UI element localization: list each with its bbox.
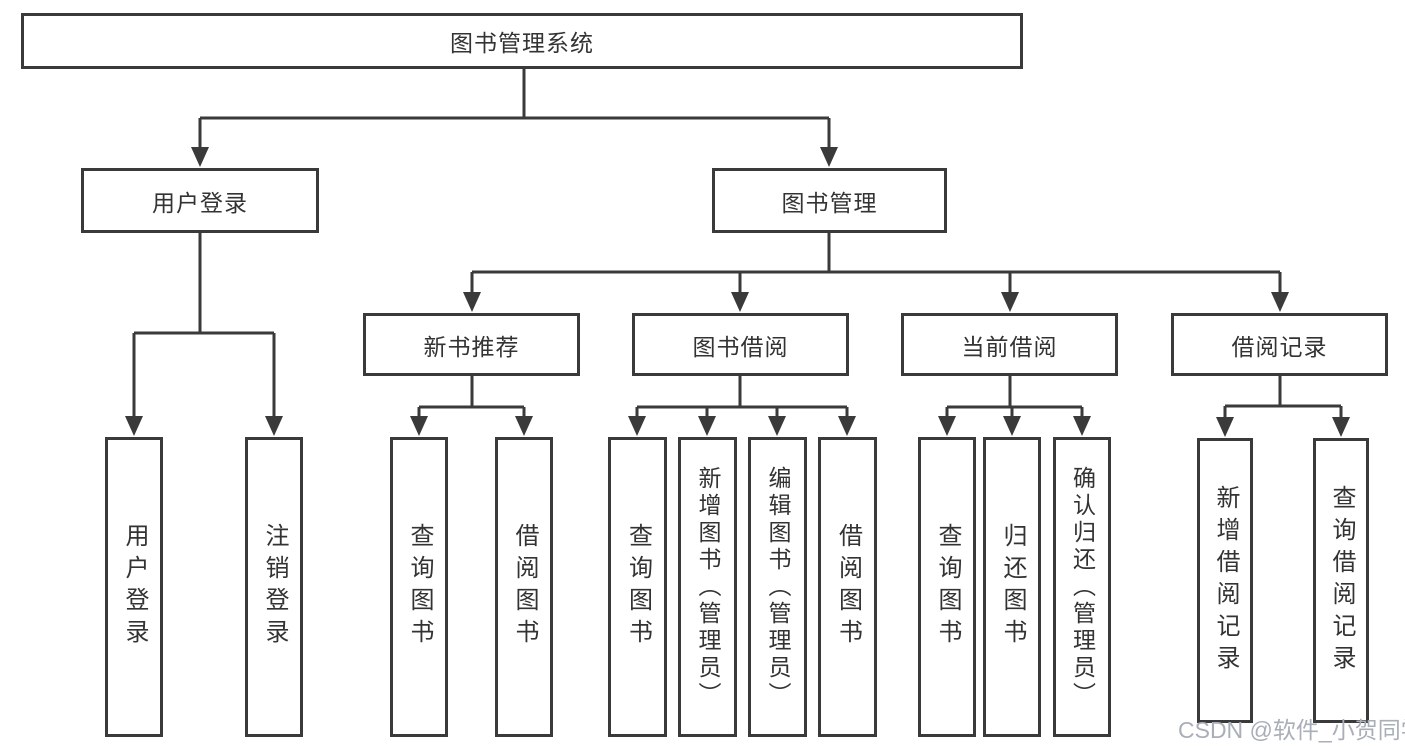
leaf-borrow-books-label: 借阅图书 (834, 523, 862, 651)
node-book-management-label: 图书管理 (781, 189, 878, 216)
node-new-book-recommend-label: 新书推荐 (423, 333, 520, 360)
arrowhead-icon (938, 416, 956, 436)
leaf-logout-label: 注销登录 (261, 523, 288, 651)
node-new-book-recommend: 新书推荐 (363, 313, 580, 376)
arrowhead-icon (1001, 292, 1019, 312)
leaf-add-borrow-record: 新增借阅记录 (1197, 438, 1253, 723)
leaf-query-borrow-record: 查询借阅记录 (1313, 438, 1369, 723)
node-book-borrow: 图书借阅 (632, 313, 849, 376)
arrowhead-icon (1003, 416, 1021, 436)
node-root-label: 图书管理系统 (450, 30, 594, 56)
leaf-user-login-label: 用户登录 (121, 523, 148, 651)
connector-new-book (417, 376, 526, 420)
leaf-query-borrow-record-label: 查询借阅记录 (1328, 484, 1355, 677)
node-book-borrow-label: 图书借阅 (692, 333, 789, 360)
leaf-logout: 注销登录 (245, 437, 303, 737)
arrowhead-icon (191, 147, 209, 167)
watermark: CSDN @软件_小贺同学 (1178, 717, 1405, 743)
node-current-borrow: 当前借阅 (901, 313, 1118, 376)
leaf-query-books-borrow-label: 查询图书 (624, 523, 652, 651)
node-borrow-records: 借阅记录 (1171, 313, 1388, 376)
arrowhead-icon (838, 416, 856, 436)
node-user-login: 用户登录 (81, 168, 319, 233)
arrowhead-icon (768, 416, 786, 436)
arrowhead-icon (265, 416, 283, 436)
leaf-confirm-return-admin-label: 确认归还（管理员） (1069, 465, 1096, 709)
arrowhead-icon (125, 416, 143, 436)
leaf-borrow-books: 借阅图书 (818, 437, 877, 737)
connector-borrow-records (1223, 376, 1343, 421)
leaf-add-book-admin: 新增图书（管理员） (678, 437, 737, 737)
connector-book-management (470, 233, 1282, 295)
arrowhead-icon (1332, 417, 1350, 437)
connector-current-borrow (945, 376, 1084, 420)
leaf-edit-book-admin-label: 编辑图书（管理员） (765, 465, 791, 709)
leaf-query-books-borrow: 查询图书 (608, 437, 667, 737)
connector-book-borrow (635, 376, 849, 420)
arrowhead-icon (628, 416, 646, 436)
arrowhead-icon (1271, 292, 1289, 312)
node-current-borrow-label: 当前借阅 (961, 333, 1058, 360)
arrowhead-icon (1216, 417, 1234, 437)
node-borrow-records-label: 借阅记录 (1231, 333, 1328, 360)
leaf-edit-book-admin: 编辑图书（管理员） (748, 437, 807, 737)
leaf-query-books-current-label: 查询图书 (934, 523, 961, 651)
leaf-return-books: 归还图书 (983, 437, 1041, 737)
arrowhead-icon (820, 147, 838, 167)
leaf-query-books-recommend: 查询图书 (390, 437, 448, 737)
leaf-return-books-label: 归还图书 (999, 523, 1026, 651)
leaf-confirm-return-admin: 确认归还（管理员） (1053, 437, 1111, 737)
arrowhead-icon (410, 416, 428, 436)
leaf-query-books-current: 查询图书 (918, 437, 976, 737)
node-book-management: 图书管理 (712, 168, 947, 233)
leaf-user-login: 用户登录 (105, 437, 163, 737)
arrowhead-icon (698, 416, 716, 436)
node-root: 图书管理系统 (21, 13, 1023, 69)
leaf-add-borrow-record-label: 新增借阅记录 (1212, 484, 1239, 677)
node-user-login-label: 用户登录 (152, 189, 248, 216)
arrowhead-icon (463, 292, 481, 312)
arrowhead-icon (731, 292, 749, 312)
leaf-add-book-admin-label: 新增图书（管理员） (695, 465, 721, 709)
leaf-borrow-books-recommend-label: 借阅图书 (511, 523, 538, 651)
arrowhead-icon (515, 416, 533, 436)
connector-user-login (132, 233, 276, 420)
leaf-borrow-books-recommend: 借阅图书 (495, 437, 553, 737)
leaf-query-books-recommend-label: 查询图书 (406, 523, 433, 651)
arrowhead-icon (1073, 416, 1091, 436)
connector-root (198, 69, 831, 150)
